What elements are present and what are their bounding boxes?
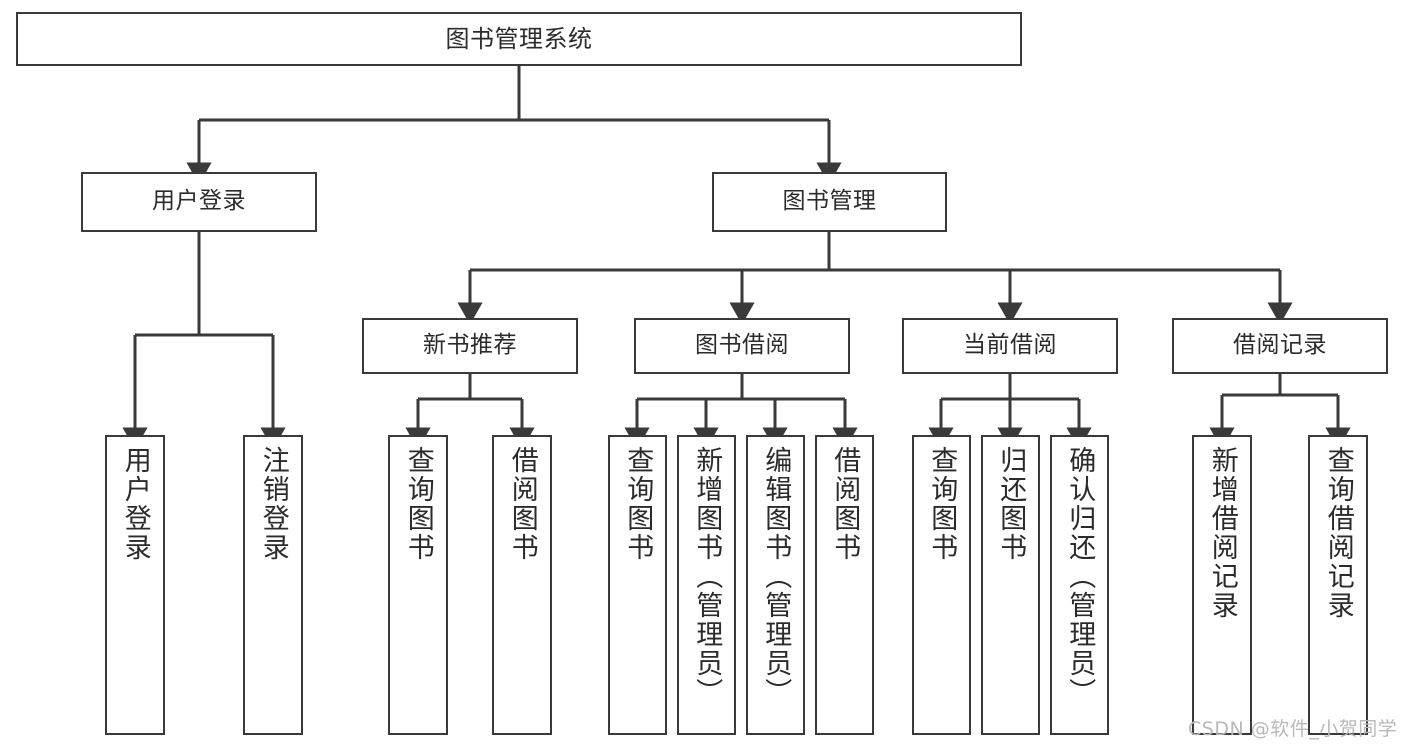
node-leaf-edit-book[interactable]: 编辑图书（管理员）: [746, 435, 805, 735]
node-leaf-add-borrow-record[interactable]: 新增借阅记录: [1192, 435, 1252, 735]
node-leaf-logout[interactable]: 注销登录: [243, 435, 303, 735]
node-leaf-add-book[interactable]: 新增图书（管理员）: [677, 435, 736, 735]
node-root-book-management-system[interactable]: 图书管理系统: [16, 12, 1022, 66]
node-label: 借阅图书: [506, 446, 538, 562]
node-label: 归还图书: [995, 446, 1027, 562]
node-label: 当前借阅: [963, 332, 1057, 359]
node-leaf-return-book[interactable]: 归还图书: [981, 435, 1040, 735]
node-label: 图书管理: [782, 188, 877, 215]
node-label: 确认归还（管理员）: [1064, 446, 1096, 707]
node-label: 用户登录: [119, 446, 151, 562]
node-leaf-query-book-3[interactable]: 查询图书: [912, 435, 971, 735]
node-leaf-confirm-return[interactable]: 确认归还（管理员）: [1050, 435, 1109, 735]
node-user-login[interactable]: 用户登录: [81, 172, 317, 232]
node-label: 查询借阅记录: [1322, 446, 1354, 620]
node-label: 借阅图书: [829, 446, 861, 562]
node-label: 新增图书（管理员）: [691, 446, 723, 707]
node-label: 查询图书: [622, 446, 654, 562]
node-label: 注销登录: [257, 446, 289, 562]
node-label: 查询图书: [926, 446, 958, 562]
node-label: 新增借阅记录: [1206, 446, 1238, 620]
node-label: 编辑图书（管理员）: [760, 446, 792, 707]
node-label: 借阅记录: [1233, 332, 1327, 359]
node-label: 新书推荐: [423, 332, 517, 359]
node-leaf-query-book-1[interactable]: 查询图书: [388, 435, 448, 735]
node-new-book-recommendation[interactable]: 新书推荐: [362, 318, 578, 374]
node-current-borrowing[interactable]: 当前借阅: [902, 318, 1118, 374]
node-leaf-query-book-2[interactable]: 查询图书: [608, 435, 667, 735]
node-leaf-borrow-book-2[interactable]: 借阅图书: [815, 435, 874, 735]
node-leaf-borrow-book-1[interactable]: 借阅图书: [492, 435, 552, 735]
node-book-borrowing[interactable]: 图书借阅: [634, 318, 850, 374]
node-leaf-user-login[interactable]: 用户登录: [105, 435, 165, 735]
node-label: 图书管理系统: [445, 24, 593, 53]
node-borrowing-record[interactable]: 借阅记录: [1172, 318, 1388, 374]
node-label: 查询图书: [402, 446, 434, 562]
node-leaf-query-borrow-record[interactable]: 查询借阅记录: [1308, 435, 1368, 735]
node-book-management[interactable]: 图书管理: [712, 172, 947, 232]
node-label: 图书借阅: [695, 332, 789, 359]
node-label: 用户登录: [152, 188, 246, 215]
